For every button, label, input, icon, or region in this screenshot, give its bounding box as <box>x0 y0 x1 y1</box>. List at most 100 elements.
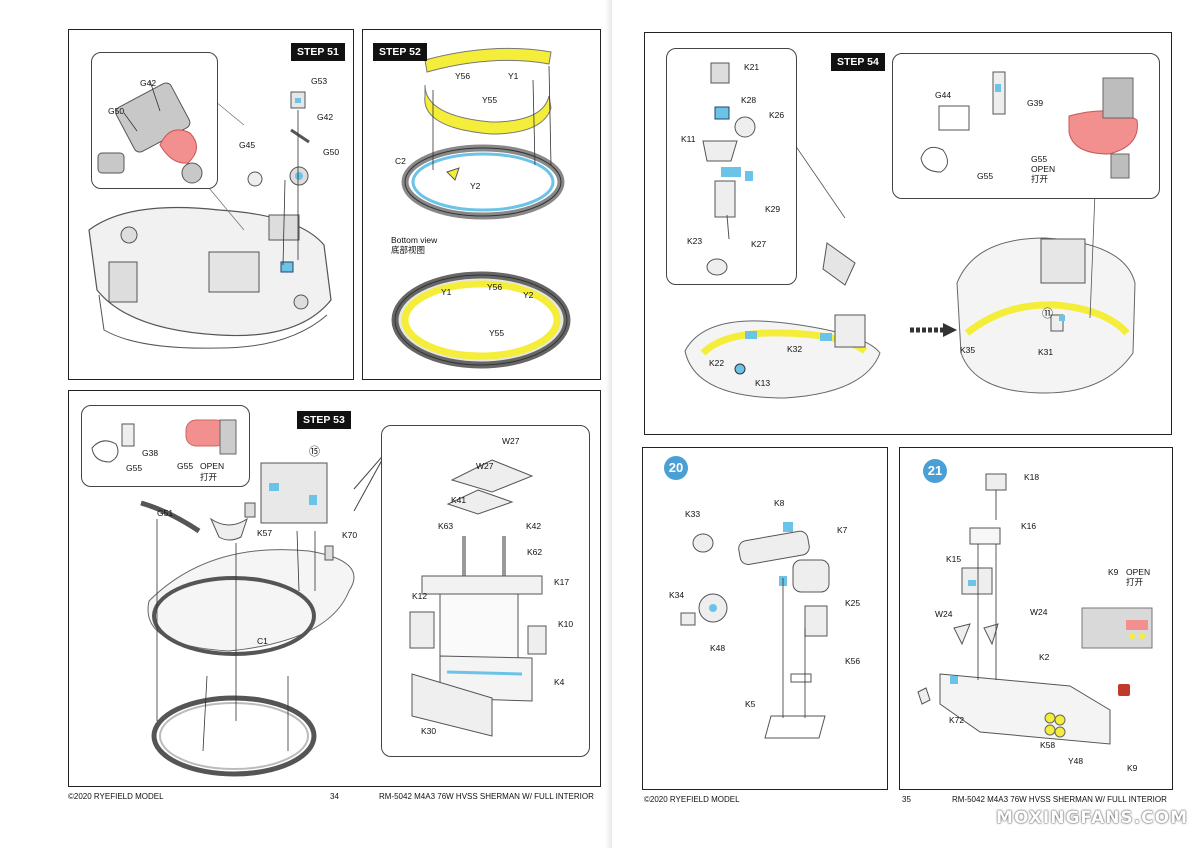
circle-ref-11: ⑪ <box>1042 308 1053 320</box>
step-54-tag: STEP 54 <box>831 53 885 71</box>
label-k22: K22 <box>709 358 725 368</box>
sub-assembly-21-panel: 21 K18 K16 K15 W24 W24 K2 K72 K58 Y48 K9… <box>899 447 1173 790</box>
label-g39: G39 <box>1027 98 1044 108</box>
label-k30: K30 <box>421 726 437 736</box>
label-k13: K13 <box>755 378 771 388</box>
label-open-cn-54: 打开 <box>1031 174 1049 184</box>
step-53-tag: STEP 53 <box>297 411 351 429</box>
left-footer-kit-title: RM-5042 M4A3 76W HVSS SHERMAN W/ FULL IN… <box>379 792 594 801</box>
label-k23: K23 <box>687 236 703 246</box>
step-54-detail-inset: G44 G39 G55 G55 OPEN 打开 <box>892 53 1160 199</box>
label-bottom-y56: Y56 <box>487 282 503 292</box>
label-k72: K72 <box>949 715 965 725</box>
label-open: OPEN <box>200 461 225 471</box>
label-k17: K17 <box>554 577 570 587</box>
step-53-panel: G38 G55 G55 OPEN 打开 W27 W27 K41 <box>68 390 601 787</box>
label-k58: K58 <box>1040 740 1056 750</box>
label-k27: K27 <box>751 239 767 249</box>
label-y1: Y1 <box>508 71 519 81</box>
label-k9-open: OPEN <box>1126 567 1151 577</box>
label-k18: K18 <box>1024 472 1040 482</box>
label-k5: K5 <box>745 699 756 709</box>
label-w27-mid: W27 <box>476 461 494 471</box>
label-k41: K41 <box>451 495 467 505</box>
label-k4: K4 <box>554 677 565 687</box>
label-k62: K62 <box>527 547 543 557</box>
label-w24-left: W24 <box>935 609 953 619</box>
label-w27-top: W27 <box>502 436 520 446</box>
label-g55-left-54: G55 <box>977 171 994 181</box>
label-g50-inset: G50 <box>108 106 125 116</box>
bottom-view-label: Bottom view <box>391 235 438 245</box>
right-footer-kit-title: RM-5042 M4A3 76W HVSS SHERMAN W/ FULL IN… <box>952 795 1167 804</box>
label-c2: C2 <box>395 156 406 166</box>
step-54-panel: K21 K28 K26 K11 K29 K23 K27 G44 G39 G55 … <box>644 32 1172 435</box>
step-51-panel: G42 G50 STEP 51 G53 G42 G45 G50 <box>68 29 354 380</box>
label-k35: K35 <box>960 345 976 355</box>
label-k28: K28 <box>741 95 757 105</box>
label-g55-right: G55 <box>177 461 194 471</box>
label-g55-left: G55 <box>126 463 143 473</box>
label-g38: G38 <box>142 448 159 458</box>
right-footer-page-number: 35 <box>902 795 911 804</box>
label-k21: K21 <box>744 62 760 72</box>
right-footer-copyright: ©2020 RYEFIELD MODEL <box>644 795 740 804</box>
label-open-cn: 打开 <box>200 472 218 482</box>
sub-assembly-20-number: 20 <box>664 456 688 480</box>
label-k33: K33 <box>685 509 701 519</box>
label-k63: K63 <box>438 521 454 531</box>
label-k34: K34 <box>669 590 685 600</box>
label-k12: K12 <box>412 591 428 601</box>
label-k48: K48 <box>710 643 726 653</box>
label-k29: K29 <box>765 204 781 214</box>
right-instruction-page: K21 K28 K26 K11 K29 K23 K27 G44 G39 G55 … <box>612 0 1200 848</box>
label-k9-open-part: K9 <box>1108 567 1119 577</box>
label-k8: K8 <box>774 498 785 508</box>
label-g51: G51 <box>157 508 174 518</box>
label-g55-right-54: G55 <box>1031 154 1048 164</box>
step-52-drawing <box>391 47 571 369</box>
label-k57: K57 <box>257 528 273 538</box>
step-53-sub-assembly-inset: W27 W27 K41 K63 K42 K62 K17 K12 K10 K4 K… <box>381 425 590 757</box>
label-k2: K2 <box>1039 652 1050 662</box>
label-g42: G42 <box>317 112 334 122</box>
label-k9-open-cn: 打开 <box>1126 577 1144 587</box>
label-k7: K7 <box>837 525 848 535</box>
label-k42: K42 <box>526 521 542 531</box>
label-y56: Y56 <box>455 71 471 81</box>
label-y55: Y55 <box>482 95 498 105</box>
sub-assembly-20-panel: 20 K33 K8 K7 K34 K48 K25 K56 K5 <box>642 447 888 790</box>
left-footer-page-number: 34 <box>330 792 339 801</box>
bottom-view-cn-label: 底部视图 <box>391 245 426 255</box>
label-c1: C1 <box>257 636 268 646</box>
left-footer-copyright: ©2020 RYEFIELD MODEL <box>68 792 164 801</box>
left-instruction-page: G42 G50 STEP 51 G53 G42 G45 G50 STEP 52 … <box>0 0 612 848</box>
label-bottom-y1: Y1 <box>441 287 452 297</box>
label-y48: Y48 <box>1068 756 1084 766</box>
label-g42-inset: G42 <box>140 78 157 88</box>
label-k10: K10 <box>558 619 574 629</box>
step-52-panel: STEP 52 Y56 Y1 Y55 C2 Y2 Bottom view 底部视… <box>362 29 601 380</box>
label-g45: G45 <box>239 140 256 150</box>
label-y2: Y2 <box>470 181 481 191</box>
step-51-tag: STEP 51 <box>291 43 345 61</box>
label-w24-right: W24 <box>1030 607 1048 617</box>
label-open-54: OPEN <box>1031 164 1056 174</box>
label-bottom-y2: Y2 <box>523 290 534 300</box>
label-k26: K26 <box>769 110 785 120</box>
site-watermark: MOXINGFANS.COM <box>996 808 1188 828</box>
step-54-drawing <box>684 144 1136 399</box>
step-53-detail-inset: G38 G55 G55 OPEN 打开 <box>81 405 250 487</box>
label-k32: K32 <box>787 344 803 354</box>
step-51-detail-inset: G42 G50 <box>91 52 218 189</box>
label-k31: K31 <box>1038 347 1054 357</box>
label-k70: K70 <box>342 530 358 540</box>
step-52-tag: STEP 52 <box>373 43 427 61</box>
label-g53: G53 <box>311 76 328 86</box>
step-51-drawing <box>88 87 332 349</box>
sub-assembly-21-number: 21 <box>923 459 947 483</box>
circle-ref-15: ⑮ <box>309 446 320 458</box>
label-k56: K56 <box>845 656 861 666</box>
label-k9: K9 <box>1127 763 1138 773</box>
step-54-sub-assembly-inset: K21 K28 K26 K11 K29 K23 K27 <box>666 48 797 285</box>
